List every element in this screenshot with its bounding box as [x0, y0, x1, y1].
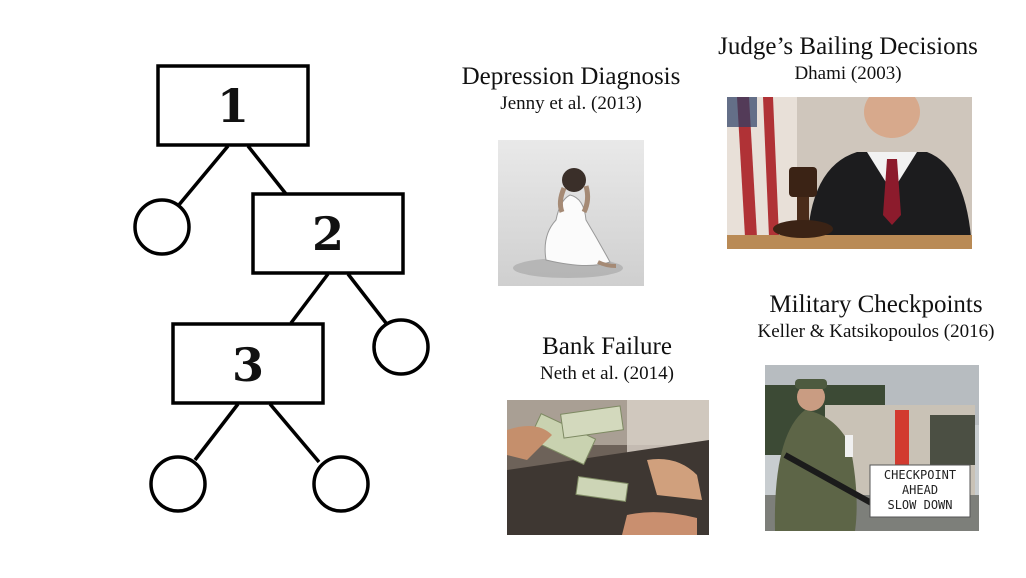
tree-node-box [171, 322, 325, 405]
decision-tree-diagram: 1 2 3 [133, 64, 430, 513]
soldier-checkpoint-photo: CHECKPOINT AHEAD SLOW DOWN [765, 365, 979, 531]
tree-edge [176, 144, 230, 208]
sign-text: AHEAD [902, 483, 938, 497]
tree-node-box [251, 192, 405, 275]
example-caption-depression: Depression Diagnosis Jenny et al. (2013) [441, 62, 701, 116]
example-caption-judge: Judge’s Bailing Decisions Dhami (2003) [698, 32, 998, 86]
cash-exchange-photo [507, 400, 709, 535]
example-citation: Jenny et al. (2013) [500, 93, 642, 114]
judge-gavel-photo [727, 97, 972, 249]
tree-exit-leaf [149, 455, 207, 513]
example-title: Military Checkpoints [769, 291, 983, 318]
example-title: Depression Diagnosis [461, 63, 681, 90]
tree-edge [193, 402, 240, 462]
tree-edge [246, 144, 288, 196]
sign-text: SLOW DOWN [887, 498, 952, 512]
tree-exit-leaf [133, 198, 191, 256]
example-citation: Neth et al. (2014) [539, 363, 674, 384]
example-caption-bank: Bank Failure Neth et al. (2014) [477, 332, 737, 386]
example-title: Bank Failure [542, 333, 672, 360]
tree-exit-leaf [372, 318, 430, 376]
tree-exit-leaf [312, 455, 370, 513]
tree-node-label: 2 [312, 207, 344, 261]
example-title: Judge’s Bailing Decisions [718, 33, 978, 60]
tree-node-label: 3 [232, 338, 264, 392]
tree-edge [346, 272, 388, 325]
sign-text: CHECKPOINT [884, 468, 956, 482]
tree-edge [268, 402, 321, 464]
tree-node-label: 1 [217, 79, 249, 133]
tree-node-box [156, 64, 310, 147]
example-citation: Dhami (2003) [794, 63, 902, 84]
example-caption-military: Military Checkpoints Keller & Katsikopou… [726, 290, 1026, 344]
example-citation: Keller & Katsikopoulos (2016) [757, 321, 995, 342]
tree-edge [289, 272, 330, 325]
person-head-in-hands-photo [498, 140, 644, 286]
